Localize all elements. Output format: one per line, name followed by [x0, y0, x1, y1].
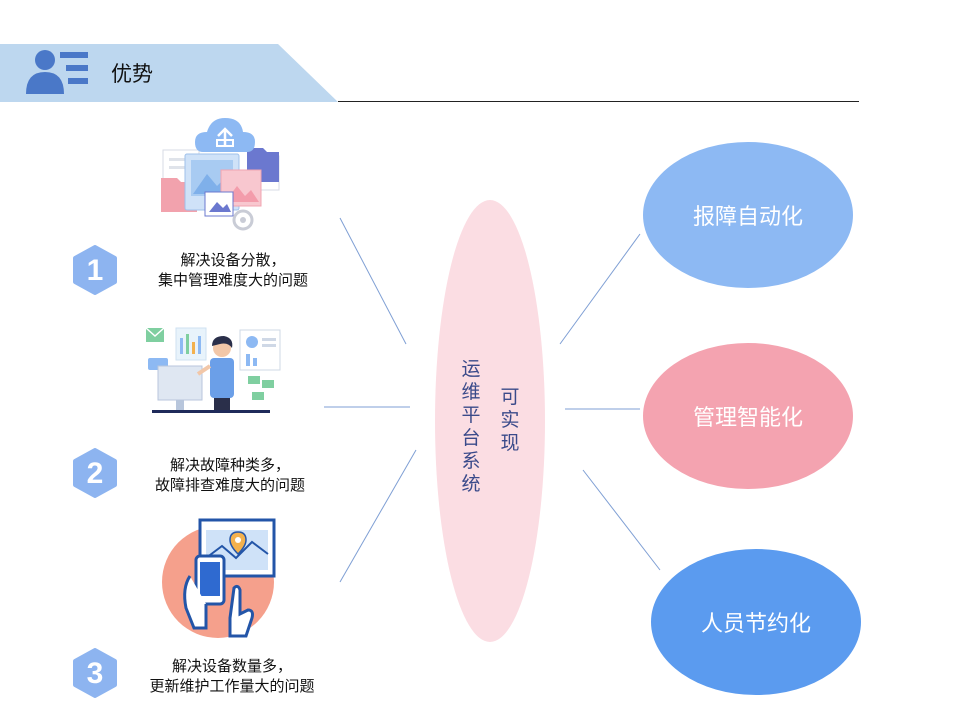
outcome-label-1: 报障自动化: [692, 205, 803, 230]
center-system-label: 运维平台系统: [461, 358, 481, 495]
header-divider: [338, 101, 859, 102]
advantage-caption-3: 解决设备数量多， 更新维护工作量大的问题: [132, 656, 332, 696]
number-badge-1: 1: [73, 245, 117, 295]
center-ellipse: [435, 200, 545, 642]
number-badge-3: 3: [73, 648, 117, 698]
mobile-map-illustration: [162, 518, 276, 638]
svg-text:1: 1: [87, 254, 104, 287]
outcome-bubble-management-intelligence: 管理智能化: [643, 343, 853, 489]
page-title: 优势: [111, 62, 153, 86]
analyst-dashboard-illustration: [145, 327, 281, 413]
advantage-1-line1: 解决设备分散，: [180, 251, 286, 269]
svg-text:2: 2: [87, 457, 104, 490]
number-badge-2: 2: [73, 448, 117, 498]
cloud-upload-illustration: [161, 118, 280, 231]
advantage-2-line2: 故障排查难度大的问题: [154, 476, 305, 494]
outcome-bubble-staff-saving: 人员节约化: [651, 549, 861, 695]
advantage-3-line1: 解决设备数量多，: [171, 657, 292, 675]
user-list-icon: [26, 50, 88, 94]
advantage-3-line2: 更新维护工作量大的问题: [149, 677, 315, 695]
outcome-label-2: 管理智能化: [692, 406, 803, 431]
outcome-label-3: 人员节约化: [700, 612, 811, 637]
advantage-2-line1: 解决故障种类多，: [169, 456, 290, 474]
svg-text:3: 3: [87, 657, 104, 690]
header-band: [0, 44, 338, 102]
center-achieve-label: 可实现: [500, 386, 520, 454]
advantage-caption-2: 解决故障种类多， 故障排查难度大的问题: [135, 455, 325, 495]
outcome-bubble-reporting-automation: 报障自动化: [643, 142, 853, 288]
advantage-1-line2: 集中管理难度大的问题: [157, 271, 308, 289]
advantage-caption-1: 解决设备分散， 集中管理难度大的问题: [138, 250, 328, 290]
